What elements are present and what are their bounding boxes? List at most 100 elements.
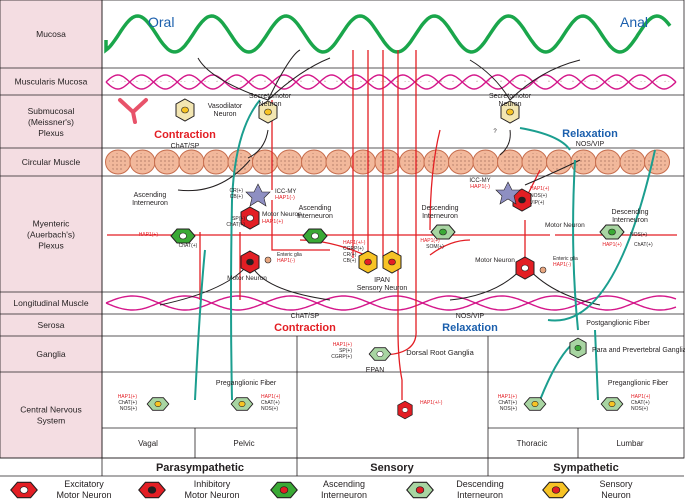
relaxation-top-label: Relaxation [562,128,618,140]
chat-left-label: ChAT(+) [226,222,245,228]
layer-label: Circular Muscle [22,157,81,167]
excitatory-motor-neuron-left [240,206,260,230]
motor-right-nos: NOS(+) [530,193,547,199]
enteric-glia-right-label: Enteric glia [553,256,578,262]
icc-my-right-label: ICC-MY [469,178,490,184]
secretomotor-neuron-right [500,100,520,124]
ipan-hap1: HAP1(+/-) [343,240,366,246]
layer-label: Serosa [38,320,65,330]
bottom-grid [0,336,684,477]
ipan-cgrp: CGRP(+) [343,246,364,252]
enteric-glia-left-hap1: HAP1(-) [277,258,295,264]
lumbar-label: Lumbar [616,439,643,448]
nos-vip-bottom-label: NOS/VIP [456,313,485,320]
preganglionic-right-label: Preganglionic Fiber [608,380,669,387]
thoracic-neuron [523,397,547,411]
vagal-label: Vagal [138,439,158,448]
descending-mid-hap1: HAP1(+) [420,238,440,244]
icc-my-right-hap1: HAP1(-) [470,184,490,190]
lumbar-neuron [600,397,624,411]
ascending-left-hap1: HAP1(+) [139,232,159,238]
epan-neuron [368,347,392,361]
legend-swatch-icon [406,481,434,499]
ascending-left-chat: ChAT(+) [179,243,198,249]
legend-swatch-icon [10,481,38,499]
thoracic-hap1: HAP1(+) [498,394,518,400]
layer-label-panel [0,0,103,459]
relaxation-bottom-label: Relaxation [442,322,498,334]
neurons [146,98,625,420]
vagal-nos: NOS(+) [120,406,137,412]
epan-label: EPAN [366,367,385,374]
preganglionic-left-label: Preganglionic Fiber [216,380,277,387]
oral-label: Oral [148,14,174,30]
epan-sp: SP(+) [339,348,352,354]
descending-right-chat: ChAT(+) [634,242,653,248]
ipan-cr: CR(+) [343,252,357,258]
epan-cgrp: CGRP(+) [331,354,352,360]
contraction-top-label: Contraction [154,129,216,141]
vagal-chat: ChAT(+) [118,400,137,406]
layer-label: Submucosal(Meissner's)Plexus [28,106,75,138]
pelvic-neuron [230,397,254,411]
mucosa-villi [104,14,672,54]
dorsal-root-label: Dorsal Root Ganglia [406,348,474,357]
pelvic-chat: ChAT(+) [261,400,280,406]
autonomic-fibers [194,99,656,401]
vasodilator-neuron [175,98,195,122]
spinal-hap1: HAP1(+/-) [420,400,443,406]
pelvic-nos: NOS(+) [261,406,278,412]
ascending-interneuron-left [170,228,196,244]
motor-top-right-label: Motor Neuron [545,222,585,229]
layer-label: Longitudinal Muscle [13,298,88,308]
sp-left-label: SP(+) [232,216,245,222]
legend-swatch-icon [270,481,298,499]
descending-right-nos: NOS(+) [630,232,647,238]
motor-top-left-hap1: HAP1(+) [262,219,283,225]
nos-vip-top-label: NOS/VIP [576,141,605,148]
epan-hap1: HAP1(+) [333,342,353,348]
blood-vessel-icon [118,98,148,124]
sympathetic-label: Sympathetic [553,462,618,474]
thoracic-nos: NOS(+) [500,406,517,412]
spinal-neuron [397,400,413,420]
parasympathetic-label: Parasympathetic [156,462,244,474]
ipan-neuron-2 [382,250,402,274]
layer-label: Muscularis Mucosa [15,77,88,87]
inhibitory-motor-neuron-left [240,250,260,274]
question-mark: ? [493,129,497,135]
icc-my-right-icon [495,181,521,205]
motor-bottom-right-label: Motor Neuron [475,257,515,264]
thoracic-label: Thoracic [517,439,548,448]
vagal-neuron [146,397,170,411]
cb-label: CB(+) [230,194,244,200]
excitatory-motor-neuron-right-bottom [515,256,535,280]
motor-top-left-label: Motor Neuron [262,211,302,218]
pelvic-hap1: HAP1(+) [261,394,281,400]
prevertebral-ganglion-neuron [569,337,587,359]
ipan-neuron-1 [358,250,378,274]
muscularis-mucosa-strands [105,74,677,90]
vagal-hap1: HAP1(+) [118,394,138,400]
lumbar-nos: NOS(+) [631,406,648,412]
contraction-bottom-label: Contraction [274,322,336,334]
enteric-glia-right-hap1: HAP1(-) [553,262,571,268]
